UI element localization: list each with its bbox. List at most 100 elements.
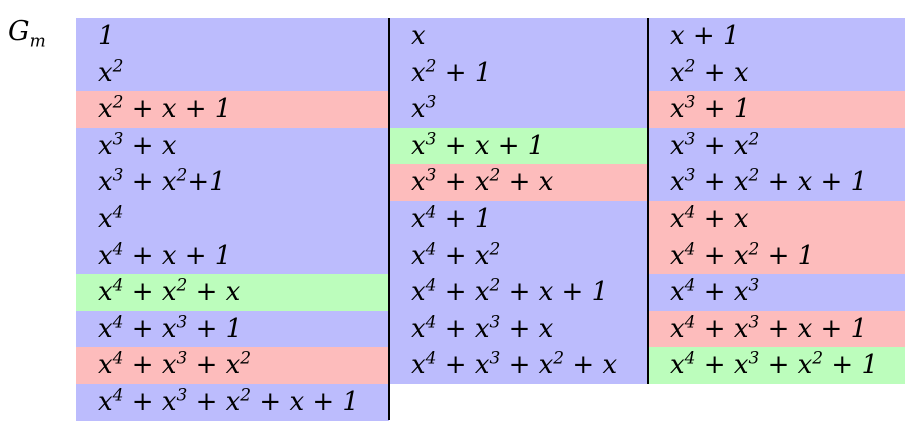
polynomial-term: + x xyxy=(187,386,241,417)
polynomial-term: x xyxy=(670,130,685,161)
polynomial-exponent: 4 xyxy=(112,275,124,296)
polynomial-cell: x3 xyxy=(389,91,648,128)
gm-label-main: G xyxy=(8,16,30,47)
polynomial-term: + 1 xyxy=(187,313,243,344)
polynomial-exponent: 2 xyxy=(748,238,760,259)
polynomial-cell: x2 + x xyxy=(648,54,905,92)
polynomial-cell: 1 xyxy=(76,18,389,55)
polynomial-exponent: 4 xyxy=(425,202,437,223)
polynomial-term: + x xyxy=(500,313,554,344)
polynomial-term: x xyxy=(670,277,685,308)
polynomial-term: 1 xyxy=(98,21,115,51)
polynomial-cell: x4 + x3 xyxy=(648,274,905,311)
polynomial-cell: x4 + x3 + x xyxy=(389,310,648,348)
polynomial-term: x xyxy=(98,167,113,198)
polynomial-cell: x4 + x2 xyxy=(389,237,648,275)
polynomial-exponent: 2 xyxy=(489,275,501,296)
polynomial-term: x xyxy=(411,94,426,125)
polynomial-exponent: 3 xyxy=(489,348,501,369)
polynomial-cell: x xyxy=(389,18,648,55)
polynomial-term: x xyxy=(670,240,685,271)
polynomial-term: x xyxy=(411,130,426,161)
polynomial-exponent: 4 xyxy=(684,202,696,223)
polynomial-exponent: 2 xyxy=(176,275,188,296)
polynomial-term: + x xyxy=(695,313,749,344)
polynomial-cell: x4 + x2 + 1 xyxy=(648,237,905,275)
polynomial-exponent: 2 xyxy=(240,385,252,406)
polynomial-exponent: 4 xyxy=(684,312,696,333)
polynomial-term: + x + 1 xyxy=(251,386,359,417)
polynomial-exponent: 2 xyxy=(112,92,124,113)
polynomial-term: x xyxy=(670,203,685,234)
polynomial-cell: x3 + 1 xyxy=(648,91,905,128)
polynomial-cell: x2 + 1 xyxy=(389,54,648,92)
polynomial-cell: x3 + x + 1 xyxy=(389,127,648,165)
polynomial-cell: x3 + x xyxy=(76,127,389,165)
polynomial-exponent: 3 xyxy=(176,385,188,406)
polynomial-exponent: 2 xyxy=(812,348,824,369)
polynomial-exponent: 2 xyxy=(489,165,501,186)
polynomial-exponent: 4 xyxy=(112,238,124,259)
polynomial-term: x xyxy=(98,277,113,308)
polynomial-exponent: 2 xyxy=(176,165,188,186)
polynomial-exponent: 4 xyxy=(425,238,437,259)
polynomial-term: x xyxy=(411,277,426,308)
polynomial-term: + x xyxy=(695,240,749,271)
polynomial-term: x + 1 xyxy=(670,21,740,51)
polynomial-term: + x + 1 xyxy=(759,313,868,344)
polynomial-exponent: 3 xyxy=(425,165,437,186)
polynomial-term: x xyxy=(670,313,685,344)
polynomial-exponent: 3 xyxy=(684,165,696,186)
polynomial-cell: x4 + x + 1 xyxy=(76,237,389,275)
polynomial-cell: x3 + x2+1 xyxy=(76,164,389,201)
polynomial-exponent: 4 xyxy=(112,202,124,223)
polynomial-term: x xyxy=(411,167,426,198)
polynomial-exponent: 4 xyxy=(112,385,124,406)
polynomial-cell: x4 + x3 + x2 + x xyxy=(389,347,648,384)
polynomial-exponent: 3 xyxy=(176,348,188,369)
polynomial-exponent: 2 xyxy=(489,238,501,259)
gm-label-subscript: m xyxy=(29,31,46,52)
polynomial-term: x xyxy=(670,57,685,88)
polynomial-term: + x xyxy=(695,277,749,308)
polynomial-term: + x xyxy=(695,350,749,381)
polynomial-exponent: 2 xyxy=(684,55,696,76)
polynomial-term: + x xyxy=(123,130,177,161)
polynomial-term: + 1 xyxy=(436,57,492,88)
polynomial-exponent: 2 xyxy=(748,129,760,150)
polynomial-exponent: 4 xyxy=(684,275,696,296)
polynomial-term: + 1 xyxy=(823,350,878,381)
polynomial-term: + x xyxy=(187,277,241,308)
polynomial-exponent: 3 xyxy=(748,348,760,369)
polynomial-exponent: 4 xyxy=(425,275,437,296)
polynomial-term: x xyxy=(98,386,113,417)
polynomial-exponent: 2 xyxy=(240,348,252,369)
polynomial-cell: x4 xyxy=(76,200,389,238)
polynomial-term: + 1 xyxy=(695,94,751,125)
polynomial-term: + x xyxy=(564,350,618,381)
polynomial-term: x xyxy=(98,130,113,161)
polynomial-exponent: 3 xyxy=(176,312,188,333)
polynomial-term: x xyxy=(670,94,685,125)
polynomial-term: + x xyxy=(123,277,177,308)
polynomial-cell: x4 + 1 xyxy=(389,200,648,238)
polynomial-term: x xyxy=(411,313,426,344)
polynomial-term: x xyxy=(411,240,426,271)
polynomial-cell: x3 + x2 xyxy=(648,127,905,165)
polynomial-exponent: 4 xyxy=(425,312,437,333)
polynomial-term: + 1 xyxy=(436,203,492,234)
polynomial-exponent: 2 xyxy=(553,348,565,369)
polynomial-exponent: 2 xyxy=(748,165,760,186)
polynomial-term: x xyxy=(411,203,426,234)
polynomial-cell: x4 + x3 + x + 1 xyxy=(648,310,905,348)
polynomial-cell: x4 + x3 + x2 + 1 xyxy=(648,347,905,384)
polynomial-term: x xyxy=(411,350,426,381)
polynomial-cell: x2 xyxy=(76,54,389,92)
polynomial-term: + x + 1 xyxy=(123,94,232,125)
polynomial-exponent: 4 xyxy=(112,348,124,369)
polynomial-term: + x xyxy=(695,130,749,161)
polynomial-exponent: 3 xyxy=(425,129,437,150)
